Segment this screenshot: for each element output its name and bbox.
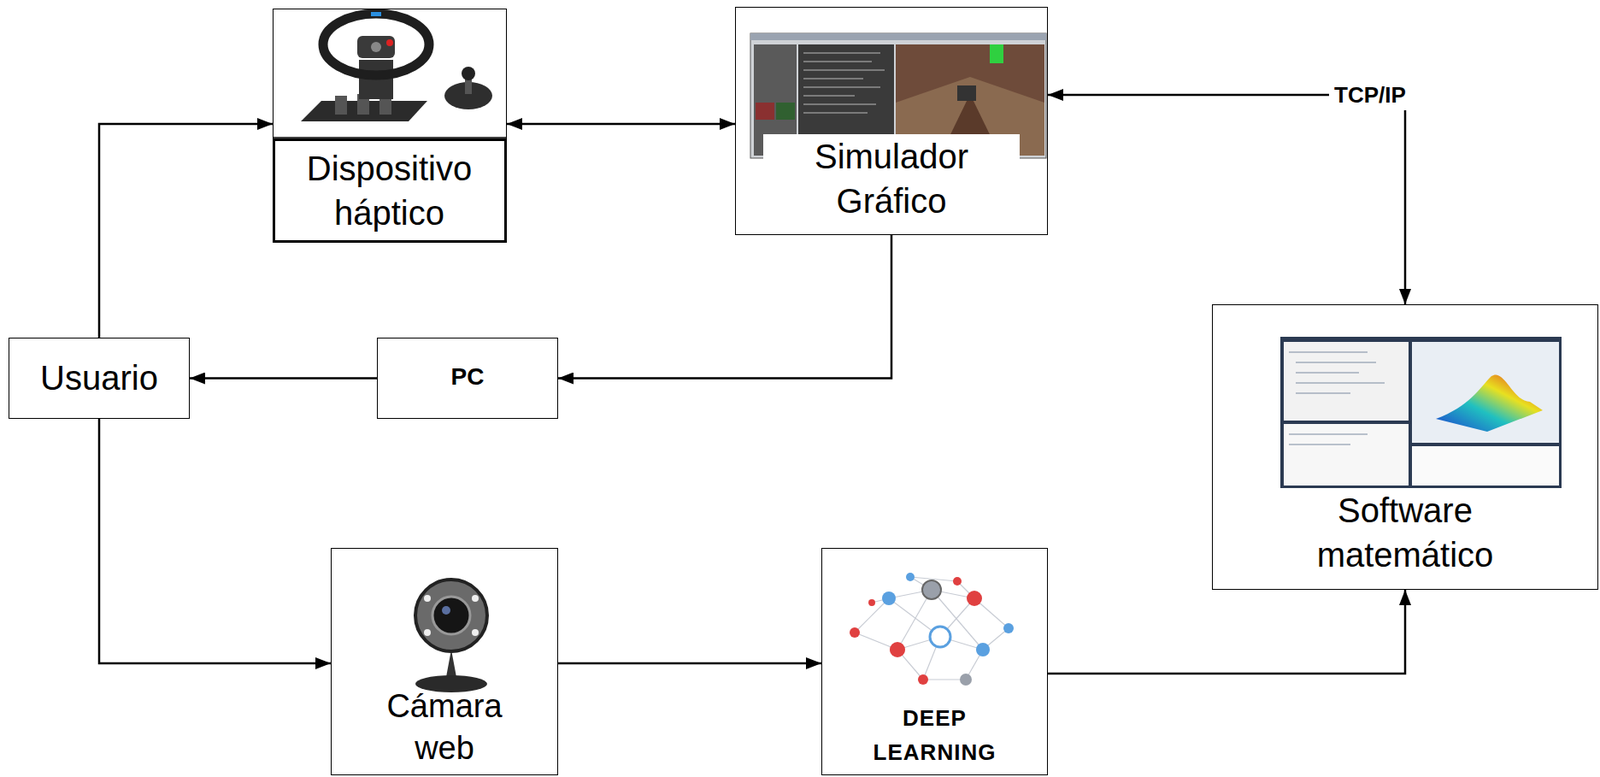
arrow-connector xyxy=(189,376,377,380)
webcam-box: Cámara web xyxy=(330,547,559,776)
arrow-connector xyxy=(99,418,331,664)
pc-box: PC xyxy=(376,337,559,419)
neural-network-picture xyxy=(849,572,1014,686)
deep-learning-box: DEEP LEARNING xyxy=(821,547,1048,776)
node-label: Software matemático xyxy=(1294,488,1517,577)
node-label: Cámara web xyxy=(358,685,530,771)
simulator-box: Simulador Gráfico xyxy=(735,6,1048,236)
arrow-connector xyxy=(558,235,892,379)
node-label: Dispositivo háptico xyxy=(272,138,507,243)
software-box: Software matemático xyxy=(1211,304,1599,590)
node-label: PC xyxy=(382,361,553,393)
arrow-connector xyxy=(1047,589,1406,674)
node-label: Usuario xyxy=(13,355,185,400)
arrow-connector xyxy=(506,123,736,126)
math-software-screenshot xyxy=(1280,336,1562,489)
edge-label: TCP/IP xyxy=(1329,80,1412,111)
node-label: DEEP LEARNING xyxy=(845,700,1025,771)
arrow-connector xyxy=(1047,94,1406,305)
steering-wheel-picture xyxy=(272,11,507,138)
user-box: Usuario xyxy=(8,337,190,419)
arrow-connector xyxy=(99,123,273,338)
node-label: Simulador Gráfico xyxy=(763,134,1020,224)
device-box: Dispositivo háptico xyxy=(272,8,507,242)
arrow-connector xyxy=(558,662,822,665)
webcam-picture xyxy=(415,579,488,693)
